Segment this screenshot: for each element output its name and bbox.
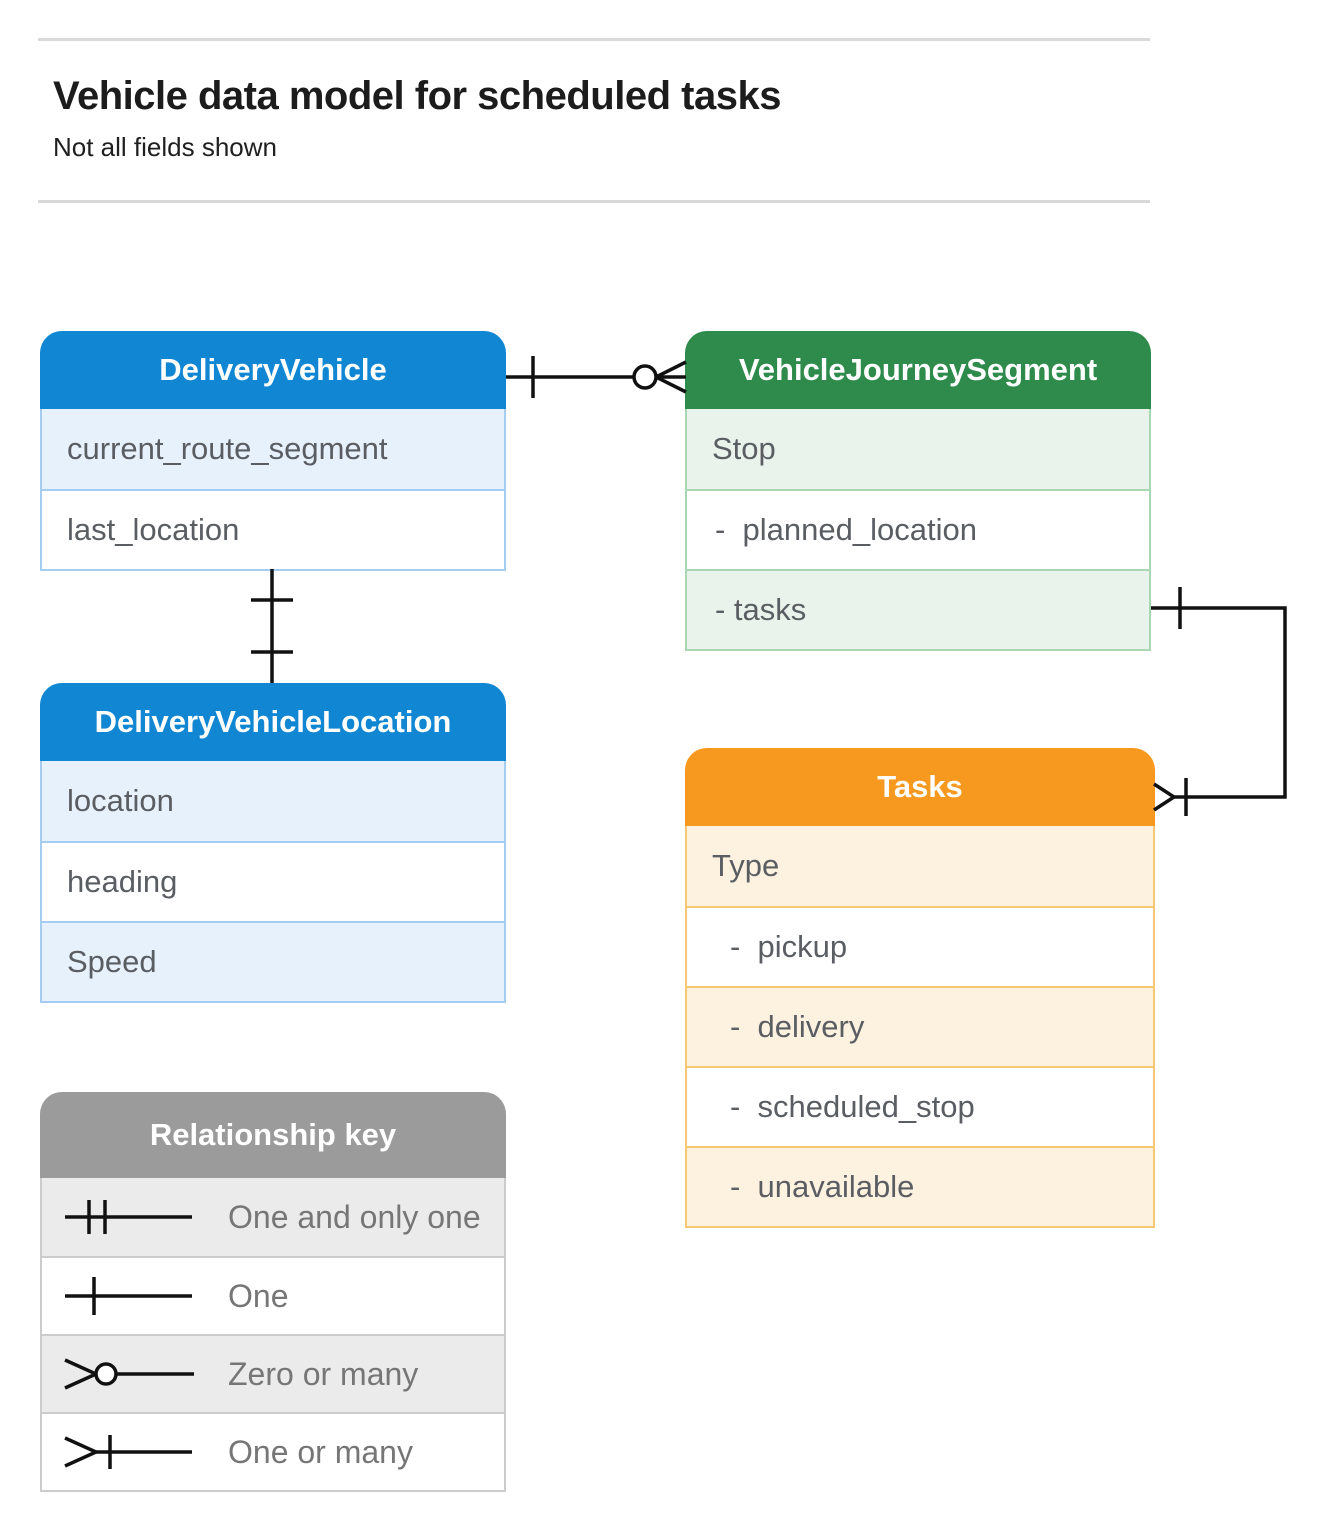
divider-top: [38, 38, 1150, 41]
field-label: current_route_segment: [67, 431, 388, 466]
field-label: Speed: [67, 944, 157, 979]
field-label: Type: [712, 848, 780, 883]
entity-tasks-body: Type - pickup - delivery - scheduled_sto…: [685, 826, 1155, 1228]
one-and-only-one-icon: [65, 1200, 192, 1234]
entity-delivery-vehicle: DeliveryVehicle current_route_segment la…: [40, 331, 506, 571]
field-label: - delivery: [730, 1009, 865, 1044]
legend-title: Relationship key: [40, 1092, 506, 1178]
entity-delivery-vehicle-location-title: DeliveryVehicleLocation: [40, 683, 506, 761]
table-row: Type: [687, 826, 1153, 906]
one-icon: [65, 1277, 192, 1315]
table-row: Stop: [687, 409, 1149, 489]
field-label: location: [67, 783, 174, 818]
table-row: location: [42, 761, 504, 841]
entity-delivery-vehicle-body: current_route_segment last_location: [40, 409, 506, 571]
field-label: - scheduled_stop: [730, 1089, 975, 1124]
page-subtitle: Not all fields shown: [53, 132, 277, 162]
legend-box: Relationship key One and only one One: [40, 1092, 506, 1492]
table-row: - delivery: [687, 986, 1153, 1066]
one-or-many-icon: [64, 1435, 192, 1469]
connector-vehiclejourneysegment-tasks: [1151, 587, 1287, 816]
field-label: last_location: [67, 512, 240, 547]
entity-tasks-title: Tasks: [685, 748, 1155, 826]
field-label: Stop: [712, 431, 776, 466]
legend-label: One or many: [228, 1433, 413, 1470]
page-title: Vehicle data model for scheduled tasks: [53, 74, 781, 118]
field-label: - tasks: [715, 592, 807, 627]
divider-bottom: [38, 200, 1150, 203]
entity-delivery-vehicle-location: DeliveryVehicleLocation location heading…: [40, 683, 506, 1003]
connector-deliveryvehicle-vehiclejourneysegment: [506, 356, 687, 398]
field-label: - pickup: [730, 929, 848, 964]
legend-label: One and only one: [228, 1198, 481, 1235]
entity-delivery-vehicle-title: DeliveryVehicle: [40, 331, 506, 409]
table-row: - unavailable: [687, 1146, 1153, 1226]
table-row: - scheduled_stop: [687, 1066, 1153, 1146]
field-label: - planned_location: [715, 512, 977, 547]
legend-row: One and only one: [42, 1178, 504, 1256]
field-label: - unavailable: [730, 1169, 915, 1204]
table-row: - pickup: [687, 906, 1153, 986]
table-row: heading: [42, 841, 504, 921]
table-row: last_location: [42, 489, 504, 569]
entity-vehicle-journey-segment-body: Stop - planned_location - tasks: [685, 409, 1151, 651]
legend-label: Zero or many: [228, 1355, 419, 1392]
entity-vehicle-journey-segment: VehicleJourneySegment Stop - planned_loc…: [685, 331, 1151, 651]
legend-row: One: [42, 1256, 504, 1334]
table-row: - tasks: [687, 569, 1149, 649]
legend-label: One: [228, 1277, 289, 1314]
entity-delivery-vehicle-location-body: location heading Speed: [40, 761, 506, 1003]
table-row: Speed: [42, 921, 504, 1001]
table-row: - planned_location: [687, 489, 1149, 569]
legend-row: One or many: [42, 1412, 504, 1490]
entity-vehicle-journey-segment-title: VehicleJourneySegment: [685, 331, 1151, 409]
connector-deliveryvehicle-deliveryvehiclelocation: [251, 569, 293, 683]
field-label: heading: [67, 864, 178, 899]
entity-tasks: Tasks Type - pickup - delivery - schedul…: [685, 748, 1155, 1228]
zero-or-many-icon: [64, 1358, 194, 1390]
table-row: current_route_segment: [42, 409, 504, 489]
legend-body: One and only one One Zero or many: [40, 1178, 506, 1492]
legend-row: Zero or many: [42, 1334, 504, 1412]
